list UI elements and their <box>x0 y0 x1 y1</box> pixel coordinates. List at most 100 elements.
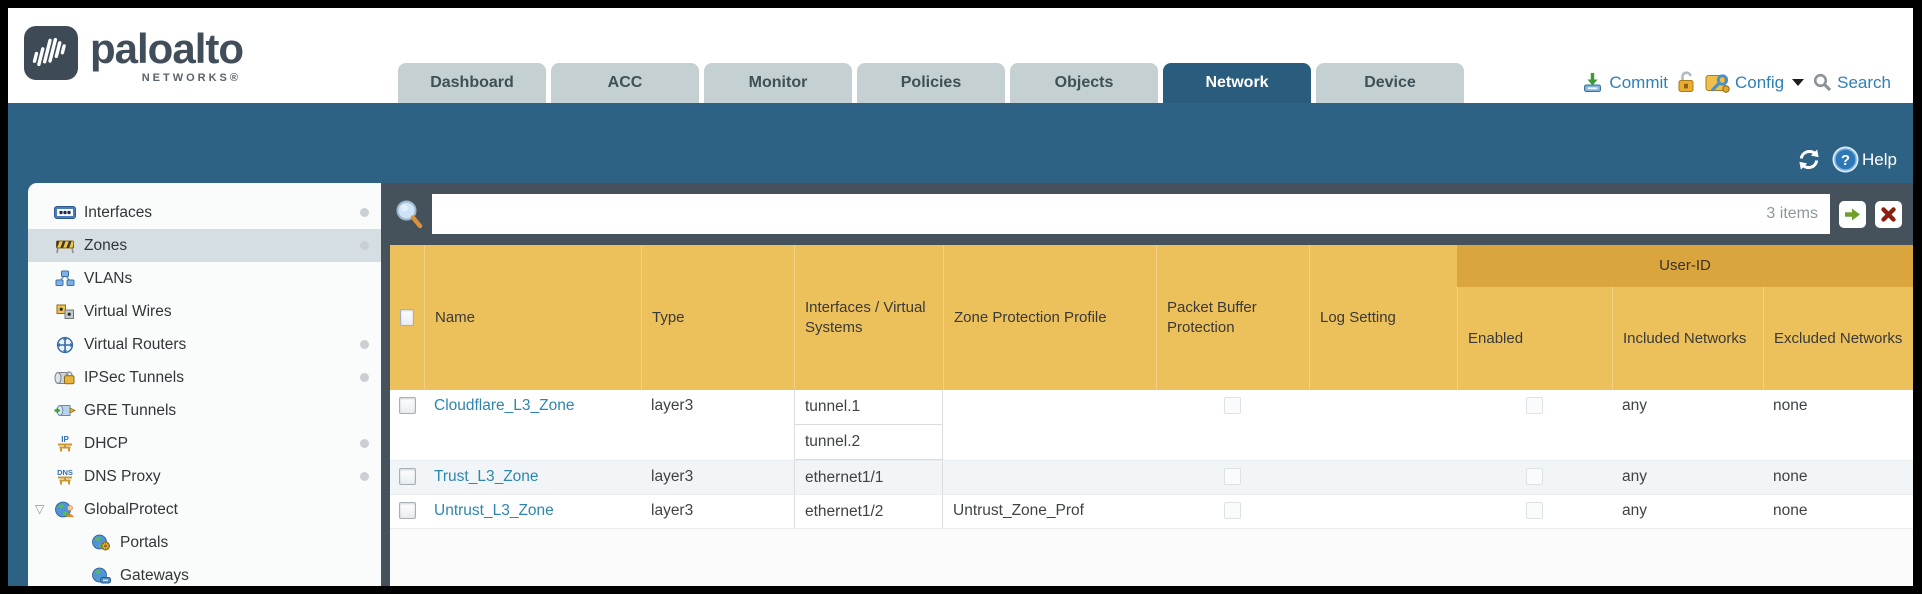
excluded-networks-cell: none <box>1773 397 1808 414</box>
commit-icon <box>1581 72 1604 94</box>
enabled-checkbox <box>1526 502 1543 519</box>
filter-bar: 3 items <box>390 183 1913 245</box>
sidebar-item-vlans[interactable]: VLANs <box>28 262 381 295</box>
status-dot <box>360 208 369 217</box>
virtual-wires-icon <box>54 303 76 320</box>
row-checkbox[interactable] <box>398 397 416 414</box>
lock-icon[interactable] <box>1677 71 1696 94</box>
svg-text:DNS: DNS <box>57 468 73 477</box>
items-count: 3 items <box>1766 205 1818 222</box>
sidebar-item-virtual-routers[interactable]: Virtual Routers <box>28 328 381 361</box>
interface-value: tunnel.1 <box>795 390 942 425</box>
col-header-interfaces[interactable]: Interfaces / Virtual Systems <box>794 245 943 390</box>
zone-name-link[interactable]: Untrust_L3_Zone <box>434 502 554 519</box>
sidebar-item-portals[interactable]: Portals <box>28 526 381 559</box>
search-label: Search <box>1837 72 1891 92</box>
packet-buffer-protection-checkbox <box>1224 468 1241 485</box>
sidebar-item-interfaces[interactable]: Interfaces <box>28 196 381 229</box>
interfaces-cell: ethernet1/2 <box>794 495 943 528</box>
global-search-button[interactable]: Search <box>1813 73 1891 93</box>
col-header-enabled[interactable]: Enabled <box>1457 287 1612 390</box>
name-cell: Cloudflare_L3_Zone <box>424 390 641 460</box>
sidebar-divider <box>381 183 390 586</box>
enabled-cell <box>1457 390 1612 460</box>
arrow-right-icon <box>1844 207 1861 222</box>
interfaces-icon <box>54 204 76 221</box>
col-header-type[interactable]: Type <box>641 245 794 390</box>
tab-dashboard[interactable]: Dashboard <box>398 63 546 103</box>
tab-device[interactable]: Device <box>1316 63 1464 103</box>
sidebar-item-ipsec-tunnels[interactable]: IPSec Tunnels <box>28 361 381 394</box>
status-dot <box>360 241 369 250</box>
packet-buffer-protection-cell <box>1156 390 1309 460</box>
included-networks-cell: any <box>1622 397 1647 414</box>
row-checkbox[interactable] <box>398 468 416 485</box>
svg-text:?: ? <box>1841 152 1850 169</box>
sidebar-item-globalprotect[interactable]: GlobalProtect ▽ <box>35 500 178 518</box>
log-setting-cell <box>1309 495 1457 528</box>
included-networks-cell: any <box>1622 468 1647 485</box>
dhcp-icon: IP <box>54 435 76 452</box>
col-group-user-id: User-ID <box>1457 245 1913 287</box>
help-icon: ? <box>1832 146 1859 173</box>
config-menu-button[interactable]: Config <box>1705 72 1805 94</box>
packet-buffer-protection-cell <box>1156 495 1309 528</box>
gre-tunnels-icon <box>54 402 76 419</box>
col-header-name[interactable]: Name <box>424 245 641 390</box>
paloalto-logo-icon <box>24 26 78 80</box>
tab-acc[interactable]: ACC <box>551 63 699 103</box>
packet-buffer-protection-checkbox <box>1224 397 1241 414</box>
enabled-checkbox <box>1526 397 1543 414</box>
commit-label: Commit <box>1609 72 1668 92</box>
zone-protection-profile-cell <box>943 461 1156 494</box>
type-cell: layer3 <box>651 468 694 485</box>
sidebar-item-gateways[interactable]: Gateways <box>28 559 381 586</box>
type-cell: layer3 <box>651 502 694 519</box>
sidebar-item-gre-tunnels[interactable]: GRE Tunnels <box>28 394 381 427</box>
status-dot <box>360 340 369 349</box>
help-button[interactable]: ? Help <box>1832 146 1897 173</box>
type-cell: layer3 <box>651 397 694 414</box>
expander-icon[interactable]: ▽ <box>35 502 45 516</box>
search-icon <box>1813 73 1832 92</box>
sidebar-item-dhcp[interactable]: IP DHCP <box>28 427 381 460</box>
col-header-packet-buffer-protection[interactable]: Packet Buffer Protection <box>1156 245 1309 390</box>
name-cell: Untrust_L3_Zone <box>424 495 641 528</box>
col-header-included-networks[interactable]: Included Networks <box>1612 287 1763 390</box>
paloalto-logo: paloalto NETWORKS® <box>24 26 244 84</box>
excluded-networks-cell: none <box>1773 468 1808 485</box>
log-setting-cell <box>1309 461 1457 494</box>
tab-objects[interactable]: Objects <box>1010 63 1158 103</box>
filter-input[interactable]: 3 items <box>432 194 1830 234</box>
excluded-networks-cell: none <box>1773 502 1808 519</box>
sidebar-item-virtual-wires[interactable]: Virtual Wires <box>28 295 381 328</box>
status-dot <box>360 472 369 481</box>
zone-name-link[interactable]: Trust_L3_Zone <box>434 468 539 485</box>
caret-down-icon <box>1792 79 1805 86</box>
row-checkbox[interactable] <box>398 502 416 519</box>
col-header-excluded-networks[interactable]: Excluded Networks <box>1763 287 1913 390</box>
tab-policies[interactable]: Policies <box>857 63 1005 103</box>
tab-network[interactable]: Network <box>1163 63 1311 103</box>
virtual-routers-icon <box>54 336 76 353</box>
tab-monitor[interactable]: Monitor <box>704 63 852 103</box>
commit-button[interactable]: Commit <box>1581 72 1668 94</box>
apply-filter-button[interactable] <box>1839 200 1866 228</box>
refresh-icon[interactable] <box>1796 148 1822 171</box>
config-icon <box>1705 72 1730 94</box>
main-area: Interfaces Zones VLANs Virtual Wires Vir… <box>8 183 1913 586</box>
zone-name-link[interactable]: Cloudflare_L3_Zone <box>434 397 575 414</box>
col-header-zone-protection-profile[interactable]: Zone Protection Profile <box>943 245 1156 390</box>
col-header-log-setting[interactable]: Log Setting <box>1309 245 1457 390</box>
interfaces-cell: ethernet1/1 <box>794 461 943 494</box>
sidebar-item-dns-proxy[interactable]: DNS DNS Proxy <box>28 460 381 493</box>
select-all-checkbox[interactable] <box>400 309 414 326</box>
gateways-icon <box>90 567 112 584</box>
zones-icon <box>54 237 76 254</box>
clear-filter-button[interactable] <box>1875 200 1902 228</box>
sidebar-item-zones[interactable]: Zones <box>28 229 381 262</box>
